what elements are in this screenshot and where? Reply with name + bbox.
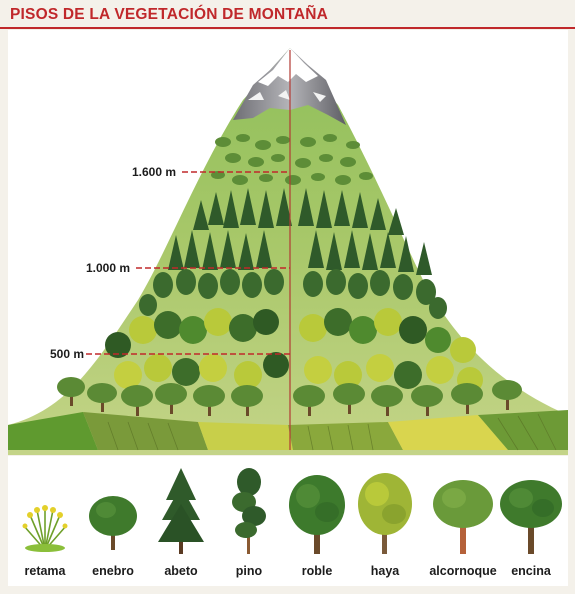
enebro-icon <box>89 496 137 550</box>
mountain-slope <box>8 48 568 455</box>
species-enebro: enebro <box>78 456 148 586</box>
species-label: encina <box>511 564 551 578</box>
species-label: haya <box>370 564 400 578</box>
shrub-belt <box>211 134 373 185</box>
species-label: roble <box>301 564 333 578</box>
species-label: enebro <box>92 564 134 578</box>
conifer-belt <box>168 188 432 275</box>
species-label: abeto <box>164 564 198 578</box>
altitude-label-1600: 1.600 m <box>132 165 176 179</box>
snow-cap <box>258 48 318 86</box>
species-label: alcornoque <box>429 564 497 578</box>
pine-belt <box>139 269 447 319</box>
cultivated-fields <box>8 410 568 450</box>
oak-belt <box>57 377 522 416</box>
encina-icon <box>500 480 562 554</box>
mountain-diagram: 1.600 m 1.000 m 500 m <box>8 48 568 455</box>
species-legend: retama enebro abeto <box>8 456 568 586</box>
species-alcornoque: alcornoque <box>428 456 498 586</box>
altitude-label-500: 500 m <box>50 347 84 361</box>
species-roble: roble <box>282 456 352 586</box>
retama-icon <box>22 505 68 552</box>
species-retama: retama <box>10 456 80 586</box>
altitude-label-1000: 1.000 m <box>86 261 130 275</box>
page-title: PISOS DE LA VEGETACIÓN DE MONTAÑA <box>10 6 329 23</box>
species-label: pino <box>235 564 263 578</box>
species-pino: pino <box>214 456 284 586</box>
haya-icon <box>358 473 412 554</box>
species-haya: haya <box>350 456 420 586</box>
abeto-icon <box>158 468 204 554</box>
snow-streaks <box>248 90 326 102</box>
title-divider <box>0 27 575 29</box>
altitude-markers: 1.600 m 1.000 m 500 m <box>50 165 290 361</box>
species-label: retama <box>24 564 66 578</box>
alcornoque-icon <box>433 480 493 554</box>
roble-icon <box>289 475 345 554</box>
pino-icon <box>232 468 266 554</box>
species-abeto: abeto <box>146 456 216 586</box>
broadleaf-belt <box>105 308 483 393</box>
species-encina: encina <box>496 456 566 586</box>
field-furrows <box>107 413 557 451</box>
